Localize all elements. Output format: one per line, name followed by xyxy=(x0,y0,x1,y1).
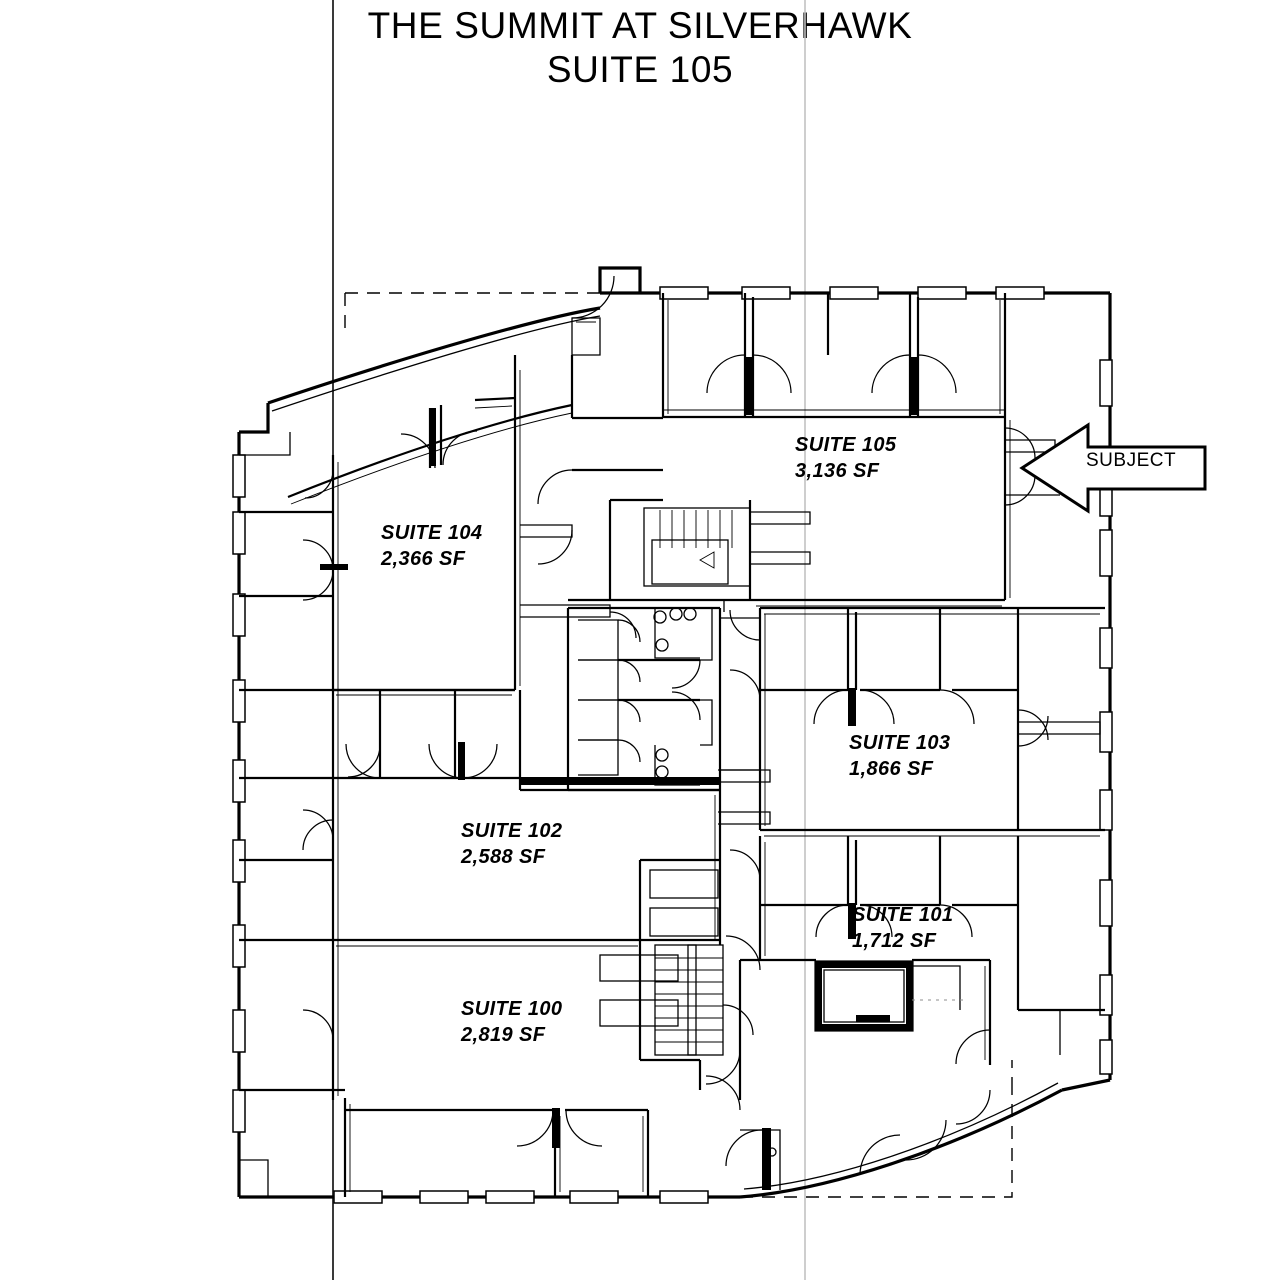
suite-102-partitions xyxy=(302,688,722,947)
suite-102-area: 2,588 SF xyxy=(461,846,546,868)
window xyxy=(232,924,246,968)
window xyxy=(232,1089,246,1133)
window xyxy=(419,1190,469,1204)
window xyxy=(232,511,246,555)
window xyxy=(1099,1039,1113,1075)
suite-label-103: SUITE 103 1,866 SF xyxy=(849,730,950,782)
south-stairwell xyxy=(599,858,754,1090)
window xyxy=(232,759,246,803)
suite-105-name: SUITE 105 xyxy=(795,434,897,456)
window xyxy=(1099,627,1113,669)
suite-105-area: 3,136 SF xyxy=(795,460,880,482)
suite-103-area: 1,866 SF xyxy=(849,758,934,780)
window xyxy=(232,593,246,637)
elevator xyxy=(814,960,914,1032)
subject-callout-label: SUBJECT xyxy=(1086,450,1177,471)
north-stairwell xyxy=(643,507,751,587)
suite-100-area: 2,819 SF xyxy=(461,1024,546,1046)
window xyxy=(569,1190,619,1204)
window xyxy=(232,454,246,498)
window xyxy=(1099,711,1113,753)
window xyxy=(741,286,791,300)
window xyxy=(1099,879,1113,927)
suite-104-partitions xyxy=(239,355,573,1100)
suite-105-partitions xyxy=(520,275,1060,639)
suite-100-name: SUITE 100 xyxy=(461,998,563,1020)
window xyxy=(659,1190,709,1204)
suite-label-105: SUITE 105 3,136 SF xyxy=(795,432,896,484)
window xyxy=(1099,529,1113,577)
window xyxy=(232,1009,246,1053)
window xyxy=(829,286,879,300)
window xyxy=(485,1190,535,1204)
suite-101-area: 1,712 SF xyxy=(852,930,937,952)
window xyxy=(995,286,1045,300)
suite-101-name: SUITE 101 xyxy=(852,904,954,926)
window xyxy=(1099,974,1113,1016)
window xyxy=(659,286,709,300)
window xyxy=(1099,789,1113,831)
exterior-walls xyxy=(237,266,1112,1199)
suite-label-100: SUITE 100 2,819 SF xyxy=(461,996,562,1048)
suite-label-101: SUITE 101 1,712 SF xyxy=(852,902,953,954)
suite-103-name: SUITE 103 xyxy=(849,732,951,754)
suite-label-104: SUITE 104 2,366 SF xyxy=(381,520,482,572)
restroom-core xyxy=(520,599,760,792)
suite-label-102: SUITE 102 2,588 SF xyxy=(461,818,562,870)
window xyxy=(333,1190,383,1204)
suite-101-partitions xyxy=(705,836,1105,1190)
suite-104-area: 2,366 SF xyxy=(381,548,466,570)
window xyxy=(1099,359,1113,407)
suite-100-partitions xyxy=(239,858,754,1197)
exterior-windows xyxy=(232,286,1113,1204)
window xyxy=(232,679,246,723)
suite-104-name: SUITE 104 xyxy=(381,522,483,544)
suite-103-partitions xyxy=(718,606,1105,837)
subject-arrow-icon xyxy=(1019,422,1207,514)
suite-102-name: SUITE 102 xyxy=(461,820,563,842)
window xyxy=(917,286,967,300)
